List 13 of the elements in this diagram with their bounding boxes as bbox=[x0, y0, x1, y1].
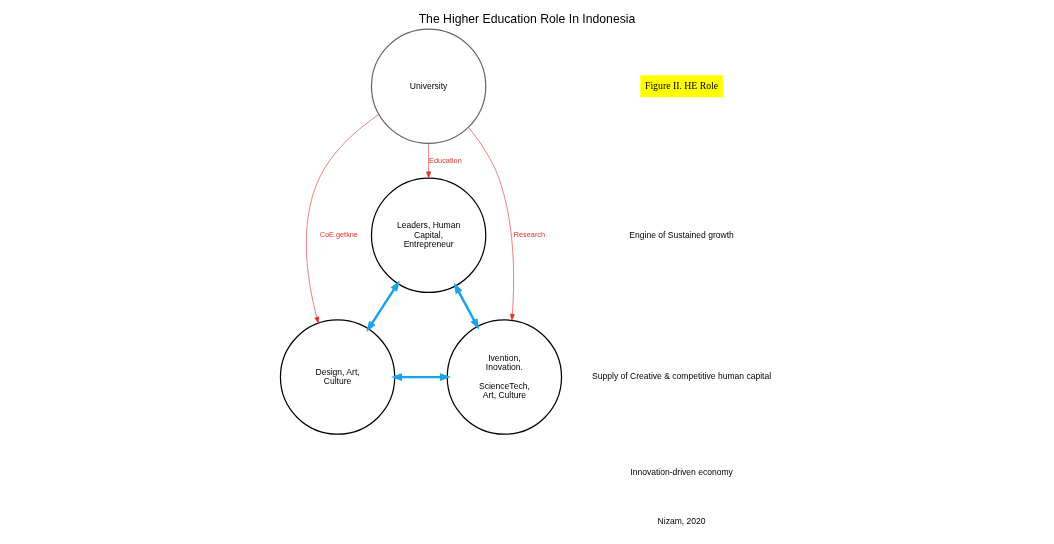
label: Innovation-driven economy bbox=[630, 466, 733, 477]
label: Supply of Creative & competitive human capital bbox=[592, 371, 772, 382]
arrow bbox=[468, 127, 515, 321]
arrow bbox=[426, 143, 432, 179]
arrow bbox=[453, 282, 480, 330]
arrow bbox=[366, 280, 400, 333]
label: Nizam, 2020 bbox=[657, 516, 706, 527]
arrow bbox=[391, 373, 451, 381]
label: Engine of Sustained growth bbox=[629, 229, 734, 240]
node-circle: University bbox=[370, 28, 487, 144]
diagram-title: The Higher Education Role In Indonesia bbox=[418, 12, 636, 26]
arrow bbox=[306, 114, 380, 324]
label: Figure II. HE Role bbox=[644, 79, 719, 91]
